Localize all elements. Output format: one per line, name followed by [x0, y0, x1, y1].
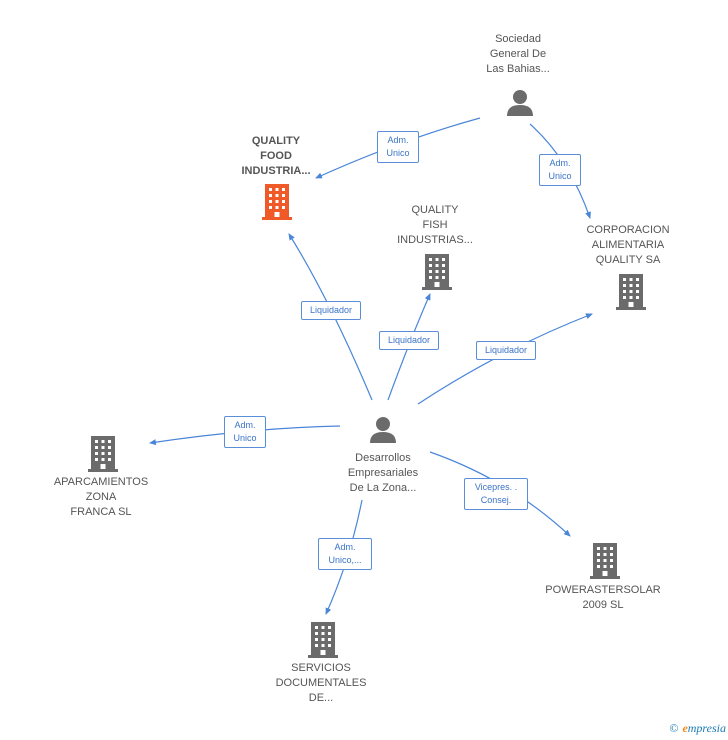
person-icon[interactable] — [368, 415, 398, 445]
node-label-powerastersolar[interactable]: POWERASTERSOLAR 2009 SL — [545, 584, 661, 611]
node-label-sociedad[interactable]: Sociedad General De Las Bahias... — [486, 33, 550, 75]
edge-badge-adm-unico[interactable]: Adm. Unico — [224, 416, 266, 448]
building-icon[interactable] — [590, 543, 620, 579]
edge-badge-adm-unico[interactable]: Adm. Unico — [377, 131, 419, 163]
brand-initial: e — [682, 721, 688, 735]
edge-badge-liquidador[interactable]: Liquidador — [476, 341, 536, 360]
node-label-desarrollos[interactable]: Desarrollos Empresariales De La Zona... — [347, 452, 419, 494]
brand-name: mpresia — [687, 721, 726, 735]
node-label-aparcamientos[interactable]: APARCAMIENTOS ZONA FRANCA SL — [53, 476, 149, 518]
node-label-corporacion[interactable]: CORPORACION ALIMENTARIA QUALITY SA — [586, 224, 670, 266]
edge-badge-adm-unico[interactable]: Adm. Unico — [539, 154, 581, 186]
building-icon[interactable] — [88, 436, 118, 472]
empresia-watermark: ©empresia — [669, 721, 726, 736]
building-icon[interactable] — [422, 254, 452, 290]
building-icon[interactable] — [616, 274, 646, 310]
person-icon[interactable] — [505, 88, 535, 118]
copyright-symbol: © — [669, 721, 679, 735]
building-icon[interactable] — [308, 622, 338, 658]
edge-badge-vicepres-consej[interactable]: Vicepres. . Consej. — [464, 478, 528, 510]
building-icon[interactable] — [262, 184, 292, 220]
node-label-quality-food[interactable]: QUALITY FOOD INDUSTRIA... — [241, 135, 311, 177]
edge-badge-liquidador[interactable]: Liquidador — [301, 301, 361, 320]
edge-badge-adm-unico[interactable]: Adm. Unico,... — [318, 538, 372, 570]
node-label-quality-fish[interactable]: QUALITY FISH INDUSTRIAS... — [397, 204, 473, 246]
edge-badge-liquidador[interactable]: Liquidador — [379, 331, 439, 350]
node-label-servicios[interactable]: SERVICIOS DOCUMENTALES DE... — [275, 662, 367, 704]
